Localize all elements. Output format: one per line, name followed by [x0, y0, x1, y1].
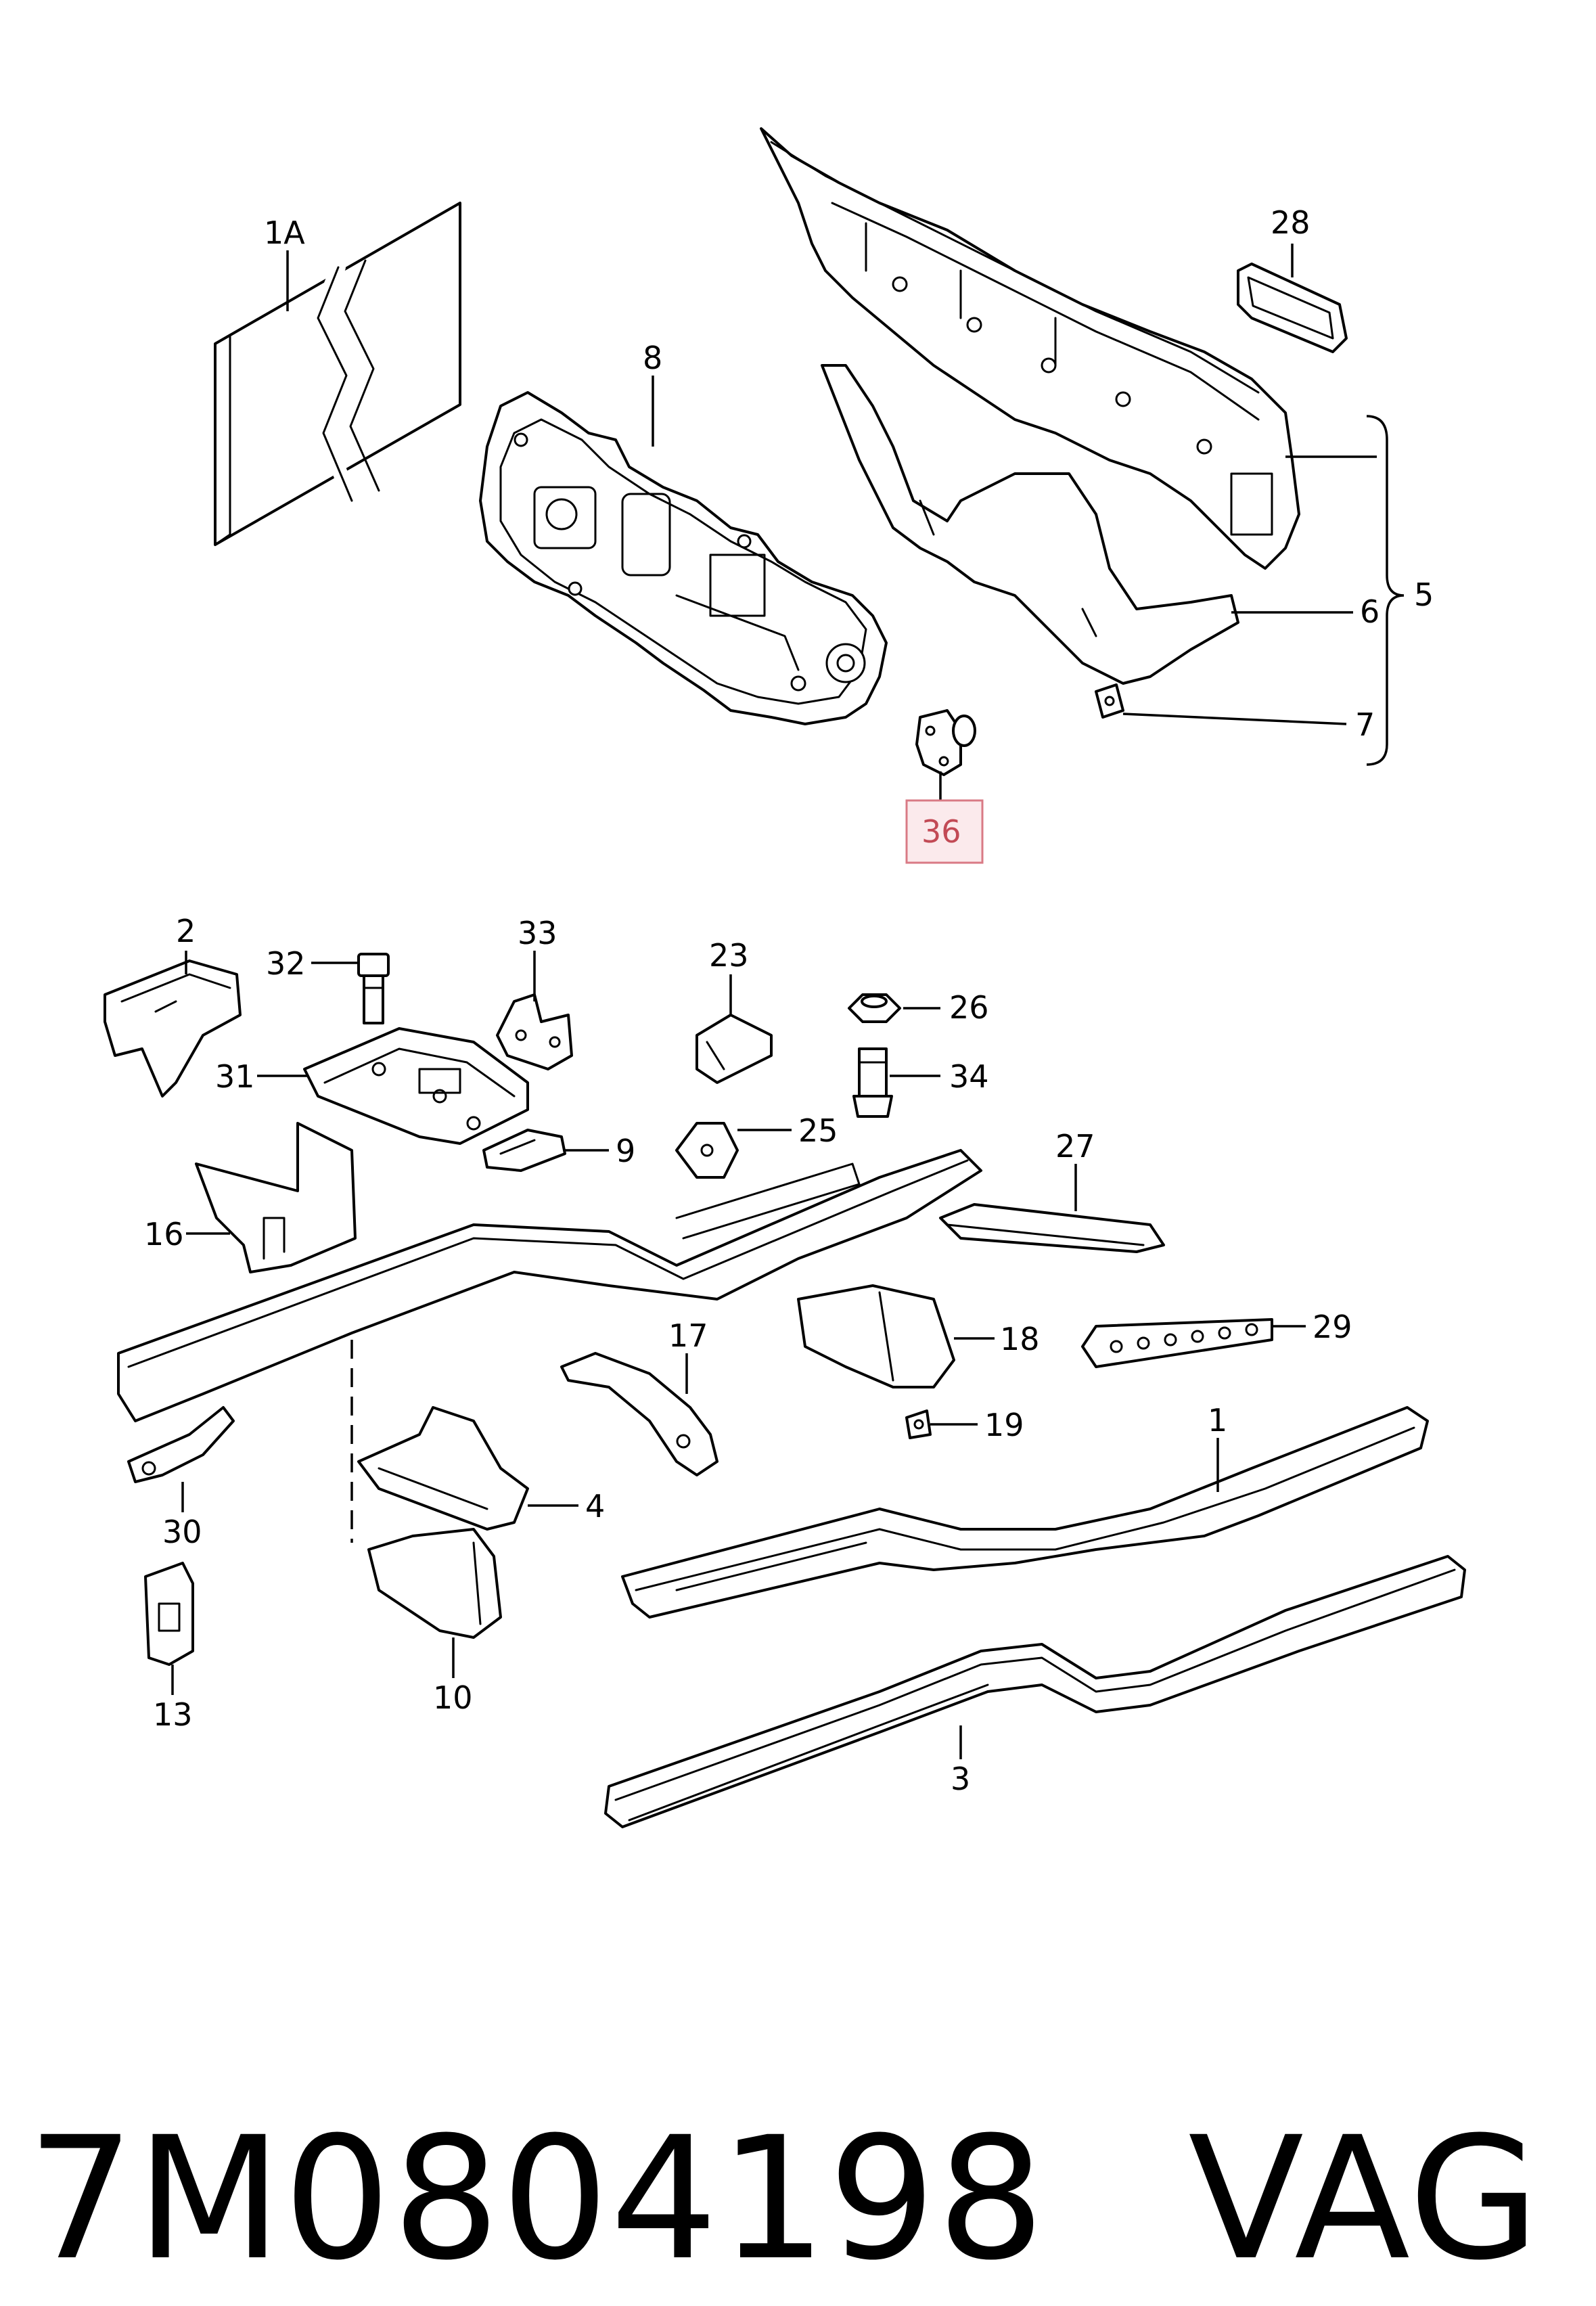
callout-17: 17	[668, 1317, 708, 1354]
part-1-longitudinal-member	[621, 1406, 1429, 1619]
part-16-bracket	[195, 1122, 357, 1273]
part-10-bracket	[367, 1528, 502, 1639]
callout-28: 28	[1271, 204, 1310, 241]
part-23-plate	[696, 1014, 773, 1084]
callout-1a: 1A	[264, 214, 305, 251]
part-17-bracket	[560, 1352, 719, 1476]
part-34-bolt	[852, 1047, 893, 1118]
callout-31: 31	[215, 1058, 255, 1095]
callout-10: 10	[433, 1679, 473, 1716]
part-25-clip	[675, 1122, 739, 1179]
part-6-wheel-arch-panel	[821, 364, 1239, 685]
callout-33: 33	[518, 915, 557, 951]
part-18-support	[797, 1284, 955, 1388]
callout-16: 16	[144, 1216, 184, 1252]
part-19-clip	[905, 1409, 932, 1439]
part-26-nut	[848, 993, 901, 1023]
callout-32: 32	[266, 945, 306, 982]
callout-2: 2	[176, 913, 196, 949]
callout-7: 7	[1355, 706, 1375, 743]
part-33-bracket	[496, 993, 573, 1070]
callout-4: 4	[585, 1488, 605, 1524]
brand-name: VAG	[1188, 2100, 1541, 2297]
part-9-pad	[482, 1129, 566, 1172]
leader-lines	[171, 244, 1405, 1759]
part-3-longitudinal-member	[604, 1555, 1466, 1828]
callout-19: 19	[984, 1407, 1024, 1443]
callout-5: 5	[1414, 576, 1434, 613]
callout-26: 26	[949, 989, 989, 1026]
part-27-rail	[939, 1203, 1165, 1253]
callout-8: 8	[643, 340, 662, 376]
callout-27: 27	[1055, 1128, 1095, 1165]
callout-3: 3	[951, 1761, 970, 1797]
callout-36: 36	[921, 813, 961, 850]
callout-30: 30	[162, 1514, 202, 1550]
part-29-strip	[1081, 1318, 1273, 1368]
part-32-bolt	[357, 953, 390, 1024]
part-number: 7M0804198	[27, 2100, 1047, 2297]
callout-25: 25	[798, 1112, 838, 1149]
part-2-bracket	[104, 959, 242, 1098]
callout-29: 29	[1313, 1309, 1352, 1345]
part-28-grommet	[1237, 263, 1348, 353]
callout-9: 9	[616, 1133, 635, 1169]
callout-34: 34	[949, 1058, 989, 1095]
highlight-box-36	[905, 799, 984, 864]
part-8-bulkhead-panel	[479, 391, 888, 725]
main-longitudinal-member	[117, 1149, 982, 1422]
callout-23: 23	[709, 937, 749, 974]
part-5-plenum-assembly	[760, 127, 1300, 570]
part-7-clip	[1095, 683, 1124, 719]
part-36-mount	[915, 709, 976, 776]
part-30-bracket	[127, 1406, 235, 1483]
part-13-bracket	[144, 1562, 194, 1666]
callout-18: 18	[1000, 1321, 1040, 1357]
part-31-mounting-plate	[303, 1027, 529, 1145]
part-1a-insulation-mat	[214, 202, 461, 546]
callout-13: 13	[153, 1696, 193, 1733]
callout-1: 1	[1208, 1402, 1227, 1439]
part-4-bracket	[357, 1406, 529, 1531]
callout-labels: 1A 28 8 5 6 7 36 2 32 33 23 26 34 31 25 …	[144, 204, 1434, 1797]
callout-6: 6	[1360, 593, 1380, 630]
